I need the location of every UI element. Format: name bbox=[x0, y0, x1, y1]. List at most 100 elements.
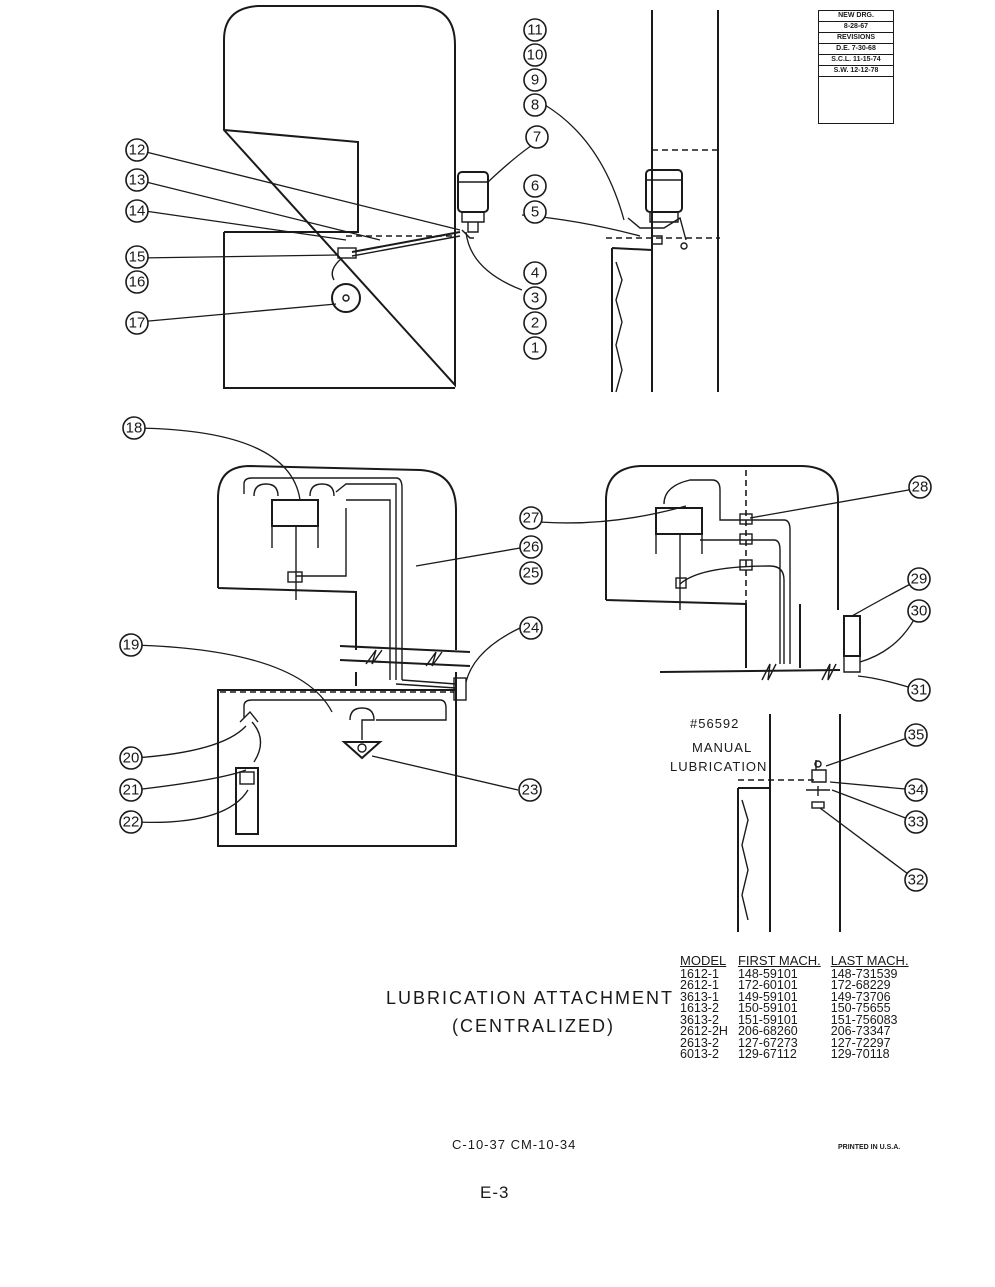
upper-left-view bbox=[223, 5, 489, 389]
callout-15: 15 bbox=[125, 245, 149, 269]
cell-last: 206-73347 bbox=[830, 1024, 891, 1038]
printed-in-usa: PRINTED IN U.S.A. bbox=[838, 1144, 901, 1151]
callout-22: 22 bbox=[119, 810, 143, 834]
callout-11: 11 bbox=[523, 18, 547, 42]
cell-model: 3613-2 bbox=[680, 1012, 719, 1027]
cell-last: 151-756083 bbox=[830, 1012, 898, 1027]
cell-model: 3613-1 bbox=[680, 989, 719, 1004]
rev-entry: S.C.L. 11-15-74 bbox=[819, 55, 893, 66]
svg-text:10: 10 bbox=[527, 47, 544, 64]
svg-text:20: 20 bbox=[123, 750, 140, 767]
svg-text:32: 32 bbox=[908, 872, 925, 889]
svg-text:1: 1 bbox=[531, 340, 539, 357]
svg-text:13: 13 bbox=[129, 172, 146, 189]
svg-text:35: 35 bbox=[908, 727, 925, 744]
callout-8: 8 bbox=[523, 93, 547, 117]
svg-text:4: 4 bbox=[531, 265, 539, 282]
callout-12: 12 bbox=[125, 138, 149, 162]
leader-lines bbox=[133, 104, 921, 881]
cell-model: 2612-2H bbox=[680, 1024, 728, 1038]
svg-text:22: 22 bbox=[123, 814, 140, 831]
cell-last: 129-70118 bbox=[830, 1047, 890, 1061]
callout-16: 16 bbox=[125, 270, 149, 294]
cell-first: 206-68260 bbox=[737, 1024, 798, 1038]
callout-25: 25 bbox=[519, 561, 543, 585]
table-row: 1613-2 150-59101 150-75655 bbox=[676, 1001, 915, 1015]
revision-block: NEW DRG. 8-28-67 REVISIONS D.E. 7-30-68 … bbox=[818, 10, 894, 124]
callout-9: 9 bbox=[523, 68, 547, 92]
cell-model: 1613-2 bbox=[680, 1001, 719, 1015]
svg-text:16: 16 bbox=[129, 274, 146, 291]
cell-model: 2612-1 bbox=[680, 978, 719, 992]
callout-33: 33 bbox=[904, 810, 928, 834]
table-row: 2612-2H 206-68260 206-73347 bbox=[676, 1024, 915, 1038]
col-last-mach: LAST MACH. bbox=[830, 953, 909, 968]
table-row: 3613-2 151-59101 151-756083 bbox=[676, 1012, 915, 1027]
callout-26: 26 bbox=[519, 535, 543, 559]
svg-text:18: 18 bbox=[126, 420, 143, 437]
callout-18: 18 bbox=[122, 416, 146, 440]
callouts: 11 10 9 8 7 6 5 4 3 2 1 12 13 14 15 16 1… bbox=[119, 18, 932, 892]
svg-text:33: 33 bbox=[908, 814, 925, 831]
callout-24: 24 bbox=[519, 616, 543, 640]
callout-7: 7 bbox=[525, 125, 549, 149]
cell-first: 172-60101 bbox=[737, 978, 798, 992]
rev-header: NEW DRG. bbox=[819, 11, 893, 22]
cell-first: 150-59101 bbox=[737, 1001, 798, 1015]
svg-text:12: 12 bbox=[129, 142, 146, 159]
upper-right-view bbox=[606, 10, 720, 393]
svg-text:8: 8 bbox=[531, 97, 539, 114]
rev-label: REVISIONS bbox=[819, 33, 893, 44]
drawing-numbers: C-10-37 CM-10-34 bbox=[452, 1137, 577, 1152]
cell-last: 150-75655 bbox=[830, 1001, 891, 1015]
svg-text:3: 3 bbox=[531, 290, 539, 307]
callout-27: 27 bbox=[519, 506, 543, 530]
col-model: MODEL bbox=[680, 953, 727, 968]
callout-20: 20 bbox=[119, 746, 143, 770]
table-row: 3613-1 149-59101 149-73706 bbox=[676, 989, 915, 1004]
svg-text:26: 26 bbox=[523, 539, 540, 556]
lower-left-view bbox=[217, 464, 471, 847]
callout-23: 23 bbox=[518, 778, 542, 802]
drawing-subtitle: (CENTRALIZED) bbox=[452, 1016, 616, 1036]
svg-text:29: 29 bbox=[911, 571, 928, 588]
callout-10: 10 bbox=[523, 43, 547, 67]
cell-first: 151-59101 bbox=[737, 1012, 798, 1027]
svg-text:30: 30 bbox=[911, 603, 928, 620]
svg-text:15: 15 bbox=[129, 249, 146, 266]
cell-model: 6013-2 bbox=[680, 1047, 719, 1061]
cell-last: 149-73706 bbox=[830, 989, 891, 1004]
callout-5: 5 bbox=[523, 200, 547, 224]
svg-text:27: 27 bbox=[523, 510, 540, 527]
svg-text:17: 17 bbox=[129, 315, 146, 332]
callout-28: 28 bbox=[908, 475, 932, 499]
svg-text:31: 31 bbox=[911, 682, 928, 699]
manual-part-number: #56592 bbox=[690, 716, 739, 731]
col-first-mach: FIRST MACH. bbox=[737, 953, 821, 968]
callout-1: 1 bbox=[523, 336, 547, 360]
callout-34: 34 bbox=[904, 778, 928, 802]
svg-text:25: 25 bbox=[523, 565, 540, 582]
svg-text:14: 14 bbox=[129, 203, 146, 220]
callout-32: 32 bbox=[904, 868, 928, 892]
rev-entry: S.W. 12-12-78 bbox=[819, 66, 893, 77]
callout-17: 17 bbox=[125, 311, 149, 335]
cell-first: 149-59101 bbox=[737, 989, 798, 1004]
callout-4: 4 bbox=[523, 261, 547, 285]
cell-last: 148-731539 bbox=[830, 966, 898, 981]
svg-text:23: 23 bbox=[522, 782, 539, 799]
cell-last: 172-68229 bbox=[830, 978, 891, 992]
callout-30: 30 bbox=[907, 599, 931, 623]
callout-13: 13 bbox=[125, 168, 149, 192]
callout-21: 21 bbox=[119, 778, 143, 802]
svg-text:34: 34 bbox=[908, 782, 925, 799]
svg-text:9: 9 bbox=[531, 72, 539, 89]
callout-3: 3 bbox=[523, 286, 547, 310]
cell-first: 148-59101 bbox=[737, 966, 798, 981]
svg-text:6: 6 bbox=[531, 178, 539, 195]
